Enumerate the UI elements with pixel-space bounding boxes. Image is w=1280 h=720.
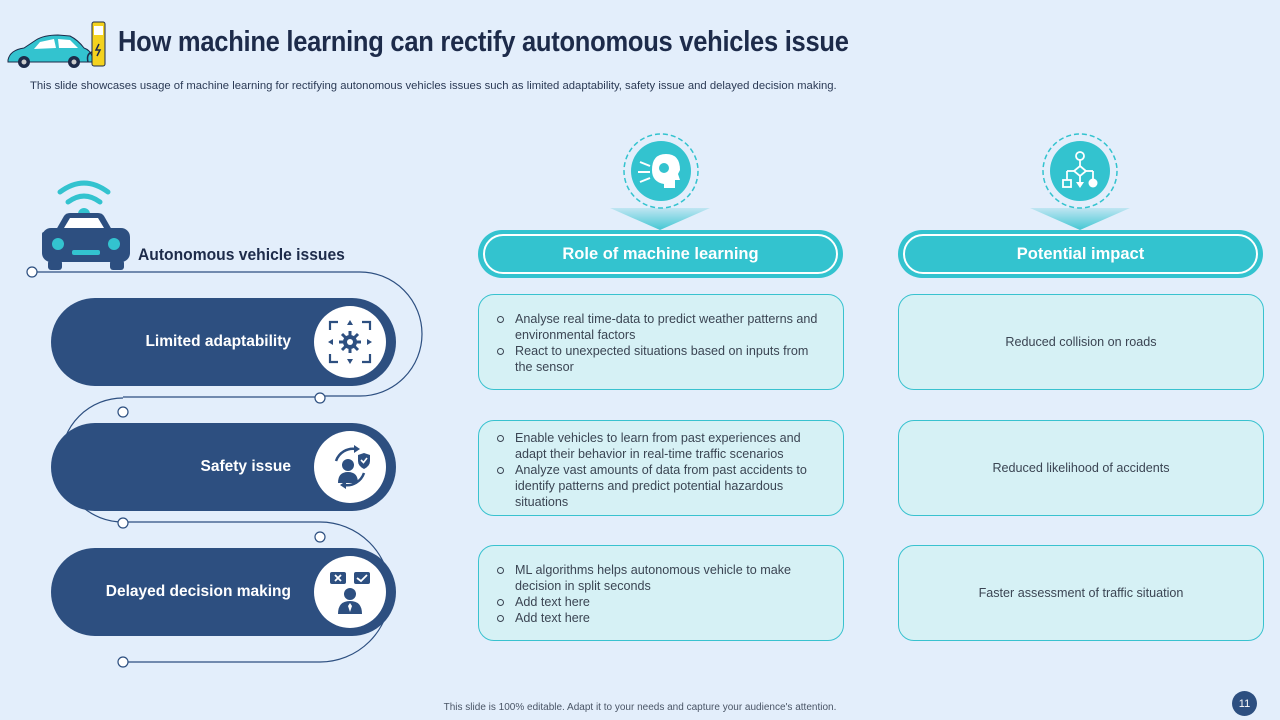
impact-text: Reduced likelihood of accidents: [992, 461, 1170, 475]
ai-head-icon: [623, 133, 699, 209]
user-shield-icon: [334, 445, 370, 489]
role-bullet: React to unexpected situations based on …: [496, 343, 823, 375]
role-bullet: Analyse real time-data to predict weathe…: [496, 311, 823, 343]
role-box: Enable vehicles to learn from past exper…: [478, 420, 844, 516]
issue-pill-limited-adaptability: Limited adaptability: [51, 298, 396, 386]
issue-label: Delayed decision making: [105, 583, 291, 600]
impact-text: Faster assessment of traffic situation: [978, 586, 1184, 600]
connected-car-icon: [42, 180, 130, 270]
impact-text: Reduced collision on roads: [1005, 335, 1157, 349]
gear-network-icon: [328, 320, 372, 364]
impact-box: Reduced collision on roads: [898, 294, 1264, 390]
column-header-impact: Potential impact: [898, 230, 1263, 278]
issue-icon-badge: [314, 306, 386, 378]
role-bullet: Add text here: [496, 594, 823, 610]
column-title: Potential impact: [903, 234, 1258, 274]
role-bullet: Enable vehicles to learn from past exper…: [496, 430, 823, 462]
issue-label: Limited adaptability: [145, 333, 291, 350]
decision-person-icon: [330, 572, 370, 614]
issue-pill-safety-issue: Safety issue: [51, 423, 396, 511]
page-number: 11: [1232, 691, 1257, 716]
arrow-down-icon: [610, 208, 710, 230]
page-subtitle: This slide showcases usage of machine le…: [30, 80, 837, 92]
issue-label: Safety issue: [200, 458, 291, 475]
role-bullet: Add text here: [496, 610, 823, 626]
role-bullet: ML algorithms helps autonomous vehicle t…: [496, 562, 823, 594]
issue-pill-delayed-decision-making: Delayed decision making: [51, 548, 396, 636]
page-title: How machine learning can rectify autonom…: [118, 26, 849, 58]
footer-note: This slide is 100% editable. Adapt it to…: [443, 702, 837, 713]
ev-charging-logo-icon: [7, 21, 106, 68]
column-title: Role of machine learning: [483, 234, 838, 274]
role-box: ML algorithms helps autonomous vehicle t…: [478, 545, 844, 641]
flowchart-icon: [1042, 133, 1118, 209]
issue-icon-badge: [314, 431, 386, 503]
column-header-role: Role of machine learning: [478, 230, 843, 278]
issue-icon-badge: [314, 556, 386, 628]
impact-box: Reduced likelihood of accidents: [898, 420, 1264, 516]
role-box: Analyse real time-data to predict weathe…: [478, 294, 844, 390]
arrow-down-icon: [1030, 208, 1130, 230]
impact-box: Faster assessment of traffic situation: [898, 545, 1264, 641]
role-bullet: Analyze vast amounts of data from past a…: [496, 462, 823, 510]
issues-heading: Autonomous vehicle issues: [138, 245, 345, 264]
